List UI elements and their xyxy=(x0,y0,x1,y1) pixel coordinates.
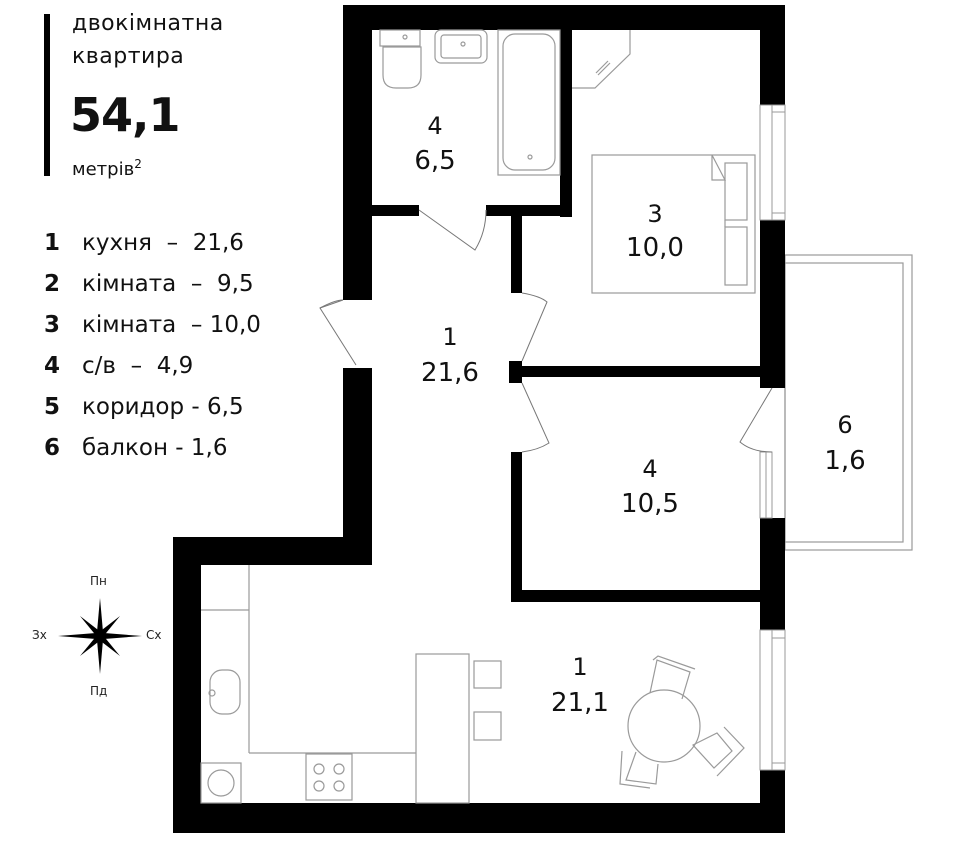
dining-table xyxy=(627,689,701,763)
room-bedroom-top-area: 10,0 xyxy=(626,233,684,263)
room-bedroom-top-number: 3 xyxy=(647,200,663,228)
legend-item: 1 кухня – 21,6 xyxy=(44,222,261,263)
double-bed xyxy=(591,154,756,294)
doors xyxy=(319,209,773,453)
room-bedroom-middle-area: 10,5 xyxy=(621,489,679,519)
legend-text: с/в – 4,9 xyxy=(82,352,194,379)
dining-chair xyxy=(692,726,745,777)
legend-item: 6 балкон - 1,6 xyxy=(44,427,261,468)
room-kitchen-number: 1 xyxy=(572,653,588,681)
legend-text: коридор - 6,5 xyxy=(82,393,244,420)
legend-item: 5 коридор - 6,5 xyxy=(44,386,261,427)
legend-number: 2 xyxy=(44,270,61,297)
toilet-bowl xyxy=(382,46,422,89)
bar-stool xyxy=(473,660,502,689)
legend-text: балкон - 1,6 xyxy=(82,434,228,461)
legend-item: 4 с/в – 4,9 xyxy=(44,345,261,386)
legend-text: кімната – 9,5 xyxy=(82,270,254,297)
legend-number: 5 xyxy=(44,393,61,420)
compass-east-label: Сх xyxy=(146,628,162,642)
area-unit: метрів2 xyxy=(72,157,142,180)
compass-north-label: Пн xyxy=(90,574,107,588)
title-accent-bar xyxy=(44,14,50,176)
apartment-type-line1: двокімнатна xyxy=(72,11,224,36)
windows xyxy=(759,104,786,771)
dining-chair xyxy=(619,750,659,789)
dining-chair xyxy=(649,655,696,700)
apartment-type-line2: квартира xyxy=(72,44,185,69)
room-corridor-number: 1 xyxy=(442,323,458,351)
legend-number: 1 xyxy=(44,229,61,256)
bathroom-sink xyxy=(434,29,488,64)
kitchen-island xyxy=(415,653,470,804)
compass-icon xyxy=(58,598,142,674)
balcony-outline xyxy=(784,254,913,551)
area-unit-text: метрів xyxy=(72,159,135,180)
legend-text: кухня – 21,6 xyxy=(82,229,244,256)
room-bathroom-area: 6,5 xyxy=(414,146,456,176)
room-corridor-area: 21,6 xyxy=(421,358,479,388)
room-bathroom-number: 4 xyxy=(427,112,443,140)
legend-item: 2 кімната – 9,5 xyxy=(44,263,261,304)
bedroom-top-furniture xyxy=(572,30,756,294)
corner-wardrobe xyxy=(572,30,631,89)
room-kitchen-area: 21,1 xyxy=(551,688,609,718)
walls xyxy=(173,5,785,833)
room-balcony-area: 1,6 xyxy=(824,446,866,476)
toilet-tank xyxy=(379,29,421,47)
area-unit-superscript: 2 xyxy=(134,157,142,171)
kitchen-furniture xyxy=(200,565,745,804)
room-bedroom-middle-number: 4 xyxy=(642,455,658,483)
compass-south-label: Пд xyxy=(90,684,108,698)
legend-number: 4 xyxy=(44,352,61,379)
room-legend: 1 кухня – 21,6 2 кімната – 9,5 3 кімната – … xyxy=(44,222,261,468)
legend-number: 3 xyxy=(44,311,61,338)
bar-stool xyxy=(473,711,502,741)
compass-west-label: Зх xyxy=(32,628,47,642)
legend-text: кімната – 10,0 xyxy=(82,311,261,338)
total-area: 54,1 xyxy=(70,88,180,142)
washing-machine xyxy=(200,762,242,804)
legend-number: 6 xyxy=(44,434,61,461)
room-balcony-number: 6 xyxy=(837,411,853,439)
bathroom-fixtures xyxy=(379,29,561,176)
pillow xyxy=(724,226,748,286)
stove xyxy=(305,753,353,801)
pillow xyxy=(724,162,748,221)
kitchen-sink xyxy=(209,669,241,715)
legend-item: 3 кімната – 10,0 xyxy=(44,304,261,345)
bathtub xyxy=(497,29,561,176)
